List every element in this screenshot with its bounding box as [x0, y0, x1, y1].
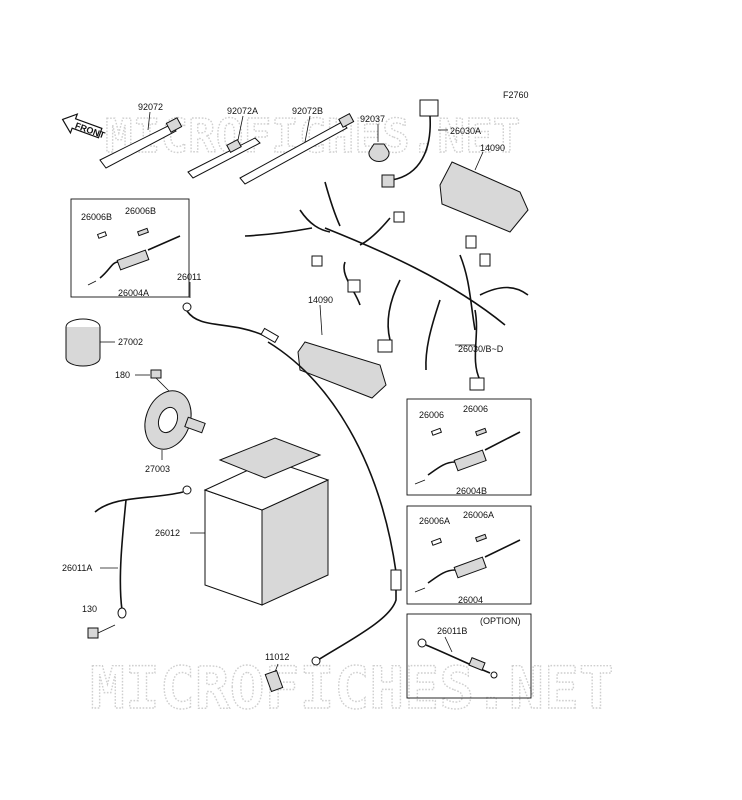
cable-long-positive: [267, 341, 397, 661]
label-14090-mid: 14090: [308, 295, 333, 305]
fuse-holder-26004: [414, 533, 521, 593]
label-26011A: 26011A: [62, 563, 92, 573]
label-27002: 27002: [118, 337, 143, 347]
svg-text:FRONT: FRONT: [74, 120, 107, 140]
label-26004A: 26004A: [118, 288, 149, 298]
label-26006-2: 26006: [463, 404, 488, 414]
label-26011: 26011: [177, 272, 201, 282]
option-label: (OPTION): [480, 616, 521, 626]
label-26030A: 26030A: [450, 126, 481, 136]
battery-26012: [190, 437, 330, 606]
cap-11012: [264, 663, 284, 693]
label-11012: 11012: [265, 652, 289, 662]
cable-boot: [390, 569, 402, 591]
cable-tie-92072B: [239, 112, 355, 185]
fuse-holder-26004B: [414, 427, 521, 485]
cable-tie-92072A: [187, 115, 261, 179]
label-92072B: 92072B: [292, 106, 323, 116]
label-14090-top: 14090: [480, 143, 505, 153]
label-92072: 92072: [138, 102, 163, 112]
box-26004: [406, 505, 532, 605]
front-arrow-icon: FRONT: [61, 113, 107, 141]
label-180: 180: [115, 370, 130, 380]
cover-14090-top: [439, 151, 529, 233]
box-26004B: [406, 398, 532, 496]
label-92072A: 92072A: [227, 106, 258, 116]
label-26030BD: 26030/B~D: [458, 344, 504, 354]
figure-code: F2760: [503, 90, 529, 100]
harness-26030A: [381, 99, 448, 188]
box-option: [406, 613, 532, 699]
cable-terminal: [311, 656, 321, 666]
label-26006A-2: 26006A: [463, 510, 494, 520]
cover-14090-mid: [297, 304, 387, 399]
label-26006B-2: 26006B: [125, 206, 156, 216]
label-130: 130: [82, 604, 97, 614]
bolt-180: [135, 369, 171, 393]
label-26006A-1: 26006A: [419, 516, 450, 526]
cable-tie-92072: [99, 111, 183, 169]
label-26006B-1: 26006B: [81, 212, 112, 222]
box-26004A: [70, 198, 190, 298]
label-26006-1: 26006: [419, 410, 444, 420]
watermark-bottom: MICROFICHES.NET: [90, 654, 614, 722]
label-92037: 92037: [360, 114, 385, 124]
label-27003: 27003: [145, 464, 170, 474]
main-wiring-harness: [244, 181, 529, 391]
horn-27003: [144, 390, 206, 460]
cable-26011B: [417, 636, 498, 679]
label-26004: 26004: [458, 595, 483, 605]
label-26004B: 26004B: [456, 486, 487, 496]
relay-27002: [65, 318, 115, 367]
cable-26011A: [94, 485, 192, 619]
cable-26011: [182, 282, 280, 344]
label-26012: 26012: [155, 528, 180, 538]
watermark-top: MICROFICHES.NET: [105, 109, 520, 163]
bolt-130: [87, 624, 116, 639]
clamp-92037: [368, 124, 390, 162]
label-26011B: 26011B: [437, 626, 467, 636]
fuse-holder-26004A: [87, 227, 181, 286]
